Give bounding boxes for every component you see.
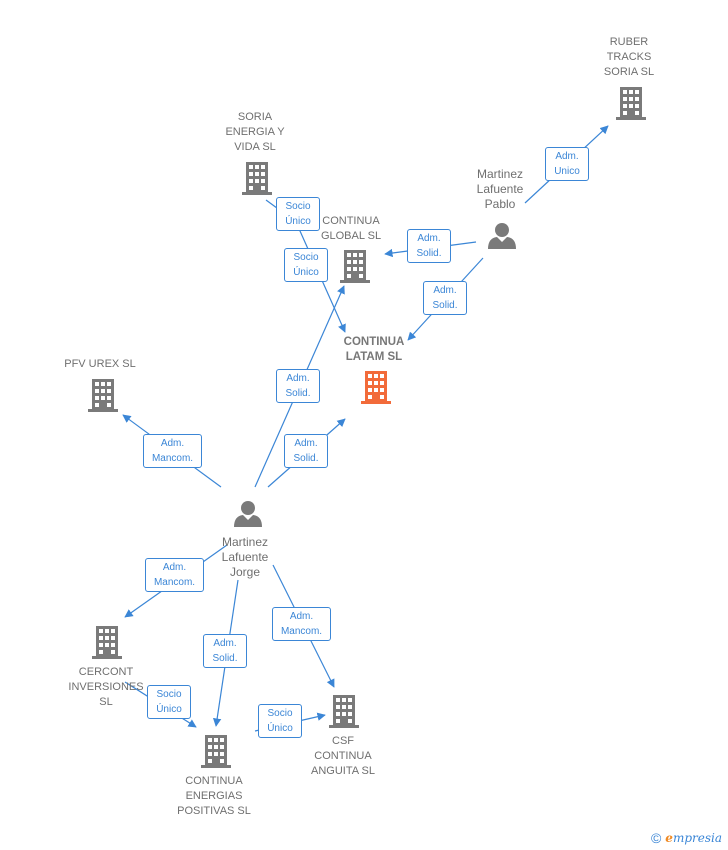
node-label-soria[interactable]: SORIA ENERGIA Y VIDA SL [225,111,285,153]
edge-label-jorge-csf: Adm. Mancom. [272,607,331,641]
building-icon-cercont[interactable] [92,626,122,659]
node-label-energias[interactable]: CONTINUA ENERGIAS POSITIVAS SL [177,775,251,817]
edge-label-soria-global: Socio Único [276,197,320,231]
node-label-pfv[interactable]: PFV UREX SL [64,358,136,370]
node-label-csf[interactable]: CSF CONTINUA ANGUITA SL [311,735,375,777]
edge-label-jorge-pfv: Adm. Mancom. [143,434,202,468]
edge-label-jorge-cercont: Adm. Mancom. [145,558,204,592]
building-icon-latam[interactable] [361,371,391,404]
edge-label-jorge-energias: Adm. Solid. [203,634,247,668]
copyright-icon: © [650,830,662,846]
edge-label-cercont-energias: Socio Único [147,685,191,719]
person-icon-pablo[interactable] [488,223,516,249]
node-label-ruber[interactable]: RUBER TRACKS SORIA SL [603,36,655,78]
building-icon-soria[interactable] [242,162,272,195]
edge-label-pablo-global: Adm. Solid. [407,229,451,263]
building-icon-ruber[interactable] [616,87,646,120]
edge-label-energias-csf: Socio Único [258,704,302,738]
edge-label-pablo-latam: Adm. Solid. [423,281,467,315]
node-label-global[interactable]: CONTINUA GLOBAL SL [320,215,382,242]
edge-label-pablo-ruber: Adm. Unico [545,147,589,181]
node-label-latam[interactable]: CONTINUA LATAM SL [343,336,405,363]
brand-logo[interactable]: empresia [665,831,722,845]
person-label-jorge[interactable]: Martinez Lafuente Jorge [221,535,269,579]
building-icon-csf[interactable] [329,695,359,728]
building-icon-energias[interactable] [201,735,231,768]
building-icon-pfv[interactable] [88,379,118,412]
person-label-pablo[interactable]: Martinez Lafuente Pablo [476,167,524,211]
person-icon-jorge[interactable] [234,501,262,527]
edge-label-global-latam: Socio Único [284,248,328,282]
node-label-cercont[interactable]: CERCONT INVERSIONES SL [68,666,144,708]
building-icon-global[interactable] [340,250,370,283]
footer-brand[interactable]: © empresia [651,830,722,846]
edge-label-jorge-global: Adm. Solid. [276,369,320,403]
edge-label-jorge-latam: Adm. Solid. [284,434,328,468]
